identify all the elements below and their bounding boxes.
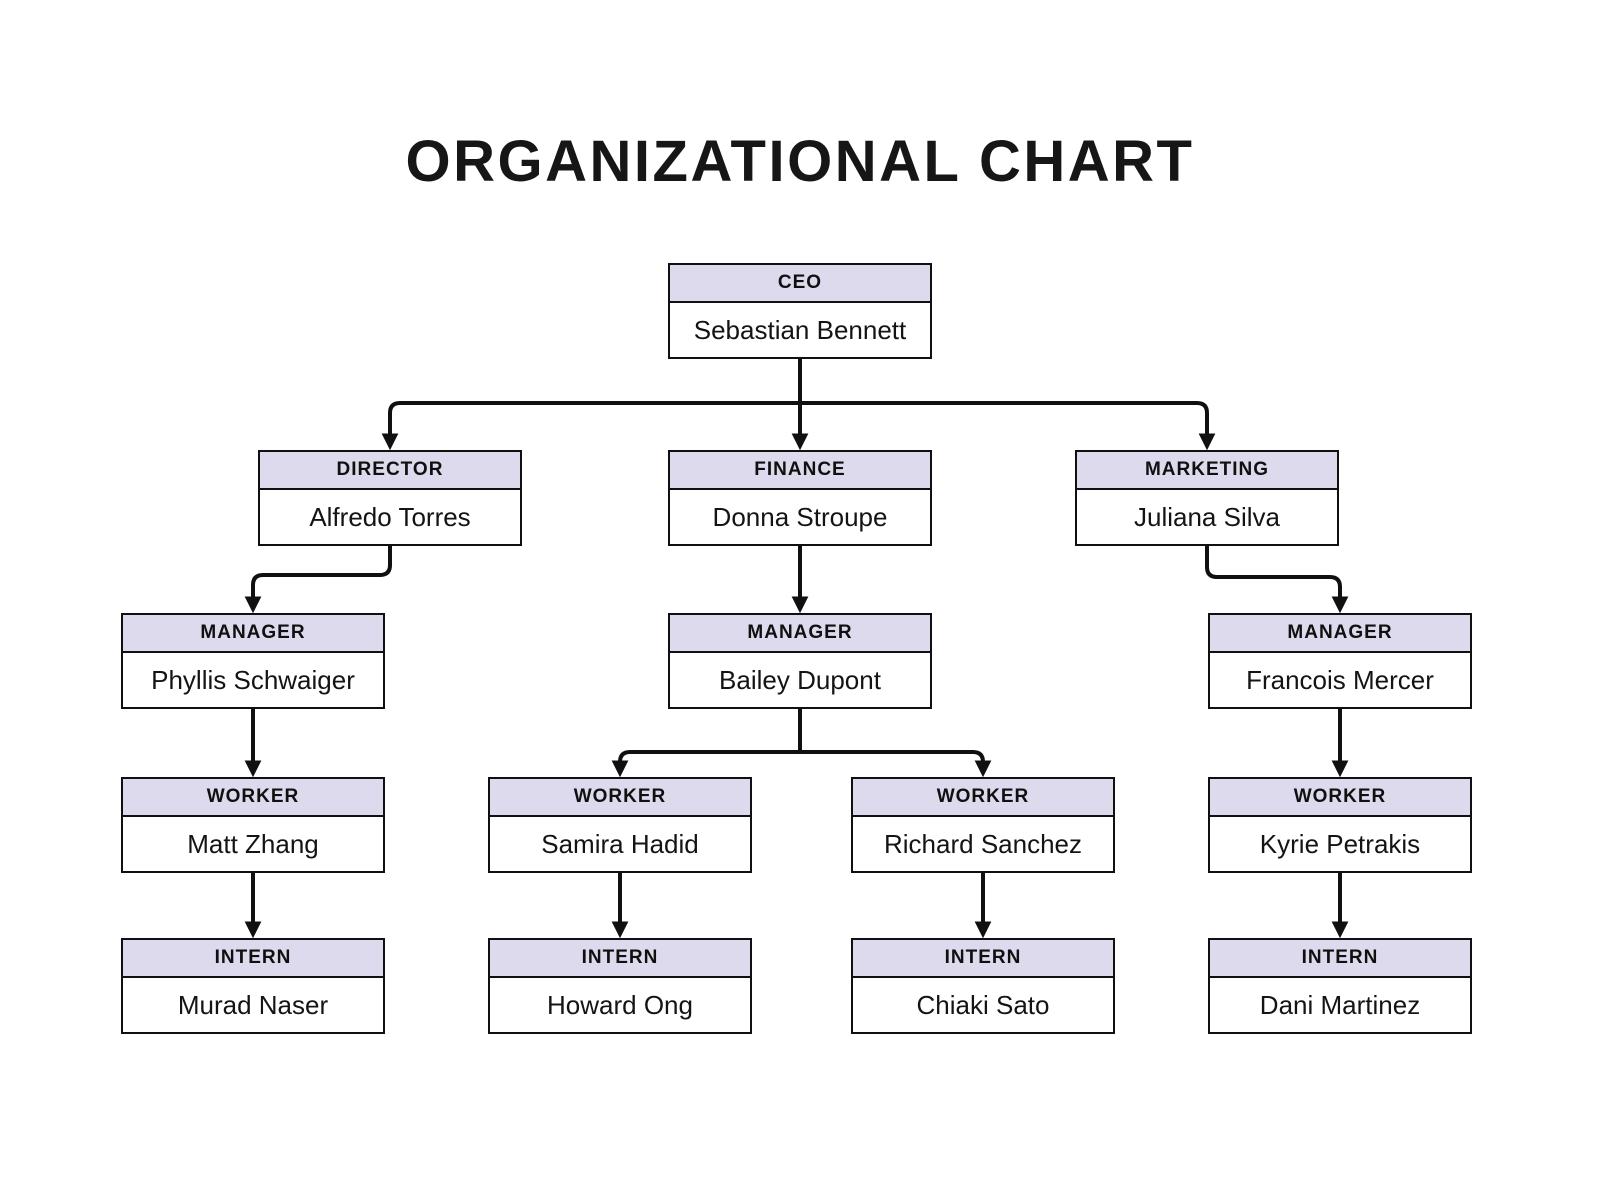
org-node-finance: FINANCE Donna Stroupe bbox=[668, 450, 932, 546]
person-name: Donna Stroupe bbox=[670, 490, 930, 544]
role-header: MANAGER bbox=[1210, 615, 1470, 653]
person-name: Matt Zhang bbox=[123, 817, 383, 871]
connector-manager2-worker3 bbox=[800, 750, 992, 778]
connector-director-manager1 bbox=[244, 546, 392, 614]
org-node-intern-3: INTERN Chiaki Sato bbox=[851, 938, 1115, 1034]
role-header: MANAGER bbox=[123, 615, 383, 653]
org-node-worker-2: WORKER Samira Hadid bbox=[488, 777, 752, 873]
person-name: Sebastian Bennett bbox=[670, 303, 930, 357]
role-header: INTERN bbox=[123, 940, 383, 978]
org-node-worker-1: WORKER Matt Zhang bbox=[121, 777, 385, 873]
person-name: Murad Naser bbox=[123, 978, 383, 1032]
org-node-worker-3: WORKER Richard Sanchez bbox=[851, 777, 1115, 873]
org-node-manager-director: MANAGER Phyllis Schwaiger bbox=[121, 613, 385, 709]
person-name: Richard Sanchez bbox=[853, 817, 1113, 871]
role-header: WORKER bbox=[853, 779, 1113, 817]
org-node-intern-2: INTERN Howard Ong bbox=[488, 938, 752, 1034]
role-header: WORKER bbox=[490, 779, 750, 817]
role-header: INTERN bbox=[1210, 940, 1470, 978]
role-header: WORKER bbox=[1210, 779, 1470, 817]
page-title: ORGANIZATIONAL CHART bbox=[405, 129, 1195, 194]
person-name: Samira Hadid bbox=[490, 817, 750, 871]
org-node-director: DIRECTOR Alfredo Torres bbox=[258, 450, 522, 546]
person-name: Francois Mercer bbox=[1210, 653, 1470, 707]
role-header: CEO bbox=[670, 265, 930, 303]
connector-ceo-marketing bbox=[800, 401, 1216, 451]
org-node-manager-marketing: MANAGER Francois Mercer bbox=[1208, 613, 1472, 709]
org-node-worker-4: WORKER Kyrie Petrakis bbox=[1208, 777, 1472, 873]
role-header: INTERN bbox=[853, 940, 1113, 978]
role-header: MANAGER bbox=[670, 615, 930, 653]
person-name: Bailey Dupont bbox=[670, 653, 930, 707]
person-name: Dani Martinez bbox=[1210, 978, 1470, 1032]
connector-ceo-director bbox=[381, 401, 800, 451]
role-header: DIRECTOR bbox=[260, 452, 520, 490]
org-node-manager-finance: MANAGER Bailey Dupont bbox=[668, 613, 932, 709]
role-header: FINANCE bbox=[670, 452, 930, 490]
connector-marketing-manager3 bbox=[1205, 546, 1349, 614]
org-node-intern-1: INTERN Murad Naser bbox=[121, 938, 385, 1034]
person-name: Alfredo Torres bbox=[260, 490, 520, 544]
connector-manager2-worker2 bbox=[611, 750, 800, 778]
org-node-ceo: CEO Sebastian Bennett bbox=[668, 263, 932, 359]
person-name: Kyrie Petrakis bbox=[1210, 817, 1470, 871]
role-header: WORKER bbox=[123, 779, 383, 817]
org-node-intern-4: INTERN Dani Martinez bbox=[1208, 938, 1472, 1034]
person-name: Chiaki Sato bbox=[853, 978, 1113, 1032]
person-name: Juliana Silva bbox=[1077, 490, 1337, 544]
role-header: MARKETING bbox=[1077, 452, 1337, 490]
person-name: Howard Ong bbox=[490, 978, 750, 1032]
person-name: Phyllis Schwaiger bbox=[123, 653, 383, 707]
org-node-marketing: MARKETING Juliana Silva bbox=[1075, 450, 1339, 546]
role-header: INTERN bbox=[490, 940, 750, 978]
